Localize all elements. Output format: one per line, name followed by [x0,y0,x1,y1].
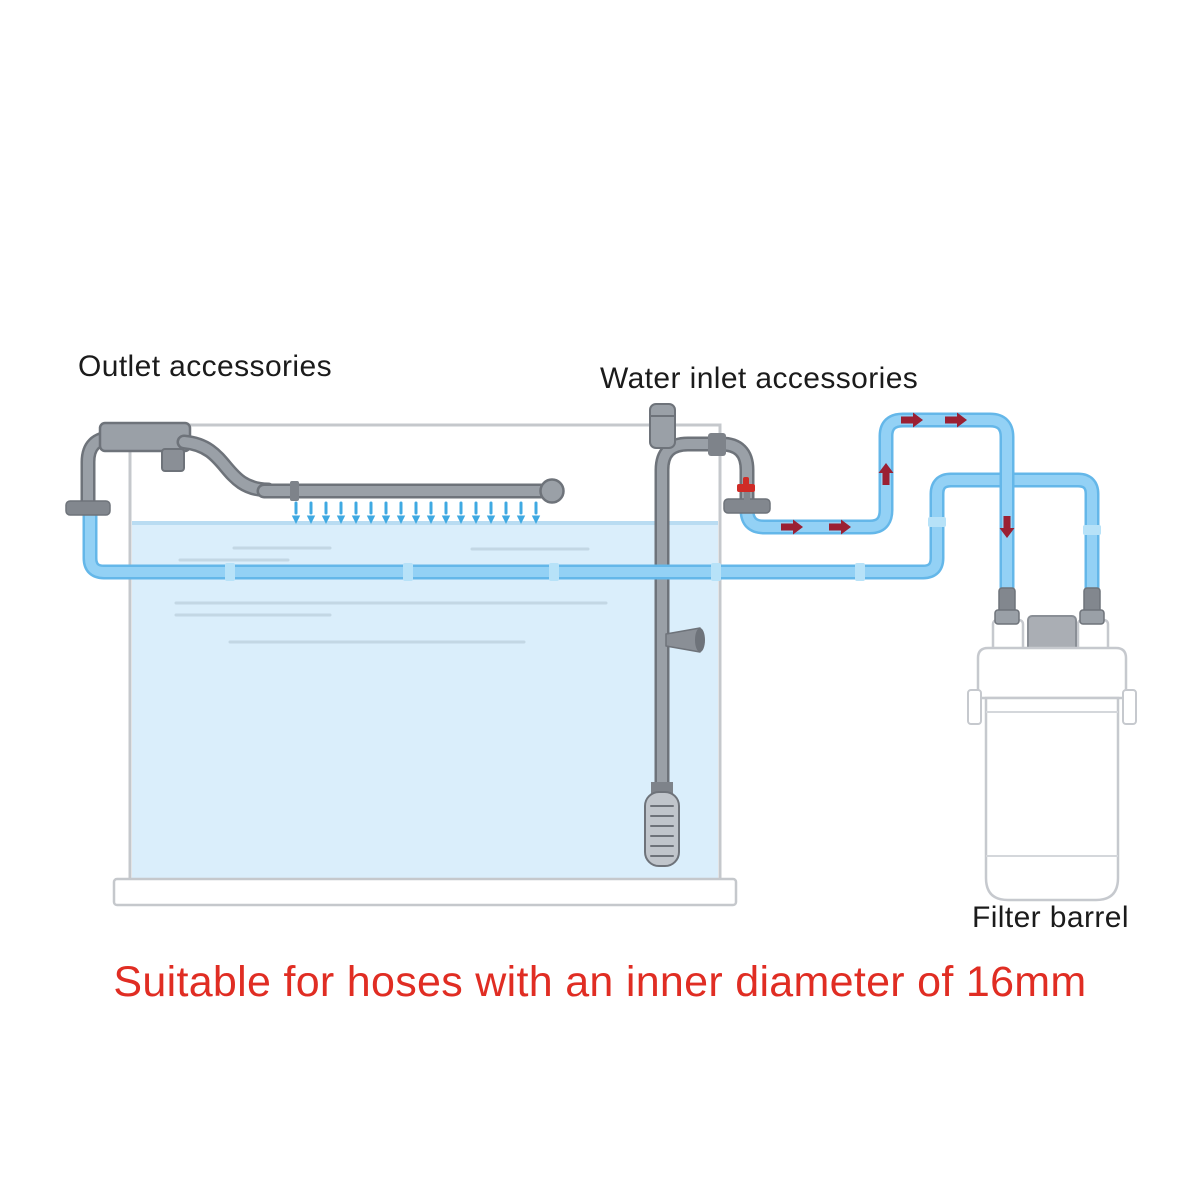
outlet-clamp-arm [161,448,185,472]
filter-clip-right [1122,689,1137,725]
outlet-hose-flange [65,500,111,516]
hoses [90,420,1101,606]
strainer-slots [650,805,674,857]
inlet-accessories-label: Water inlet accessories [600,362,919,395]
filter-pump-head [1027,615,1077,653]
fittings [65,477,1105,625]
tank-base [112,877,738,907]
spray-droplets [290,501,542,526]
inlet-rim-collar [708,433,726,456]
tank-water [132,522,718,878]
note-text: Suitable for hoses with an inner diamete… [113,958,1087,1006]
inlet-top-cap [649,403,676,449]
inlet-pipe-assembly [644,403,747,867]
outlet-accessories-label: Outlet accessories [78,350,332,383]
outlet-rim-clamp [98,421,192,453]
hose-connectors [225,517,1101,581]
spray-bar-coupling [290,481,299,501]
filter-canister-body [984,696,1120,902]
filter-barrel [967,615,1137,902]
filter-lid [976,646,1128,700]
inlet-hose-flange [723,498,771,514]
filter-barrel-label: Filter barrel [972,901,1129,934]
filter-clip-left [967,689,982,725]
aquarium-tank [112,423,738,907]
spray-bar-end-cap [539,478,565,504]
outlet-pipe-assembly [88,421,565,510]
strainer-connector [651,782,673,794]
intake-strainer [644,791,680,867]
water-streaks [174,546,608,644]
